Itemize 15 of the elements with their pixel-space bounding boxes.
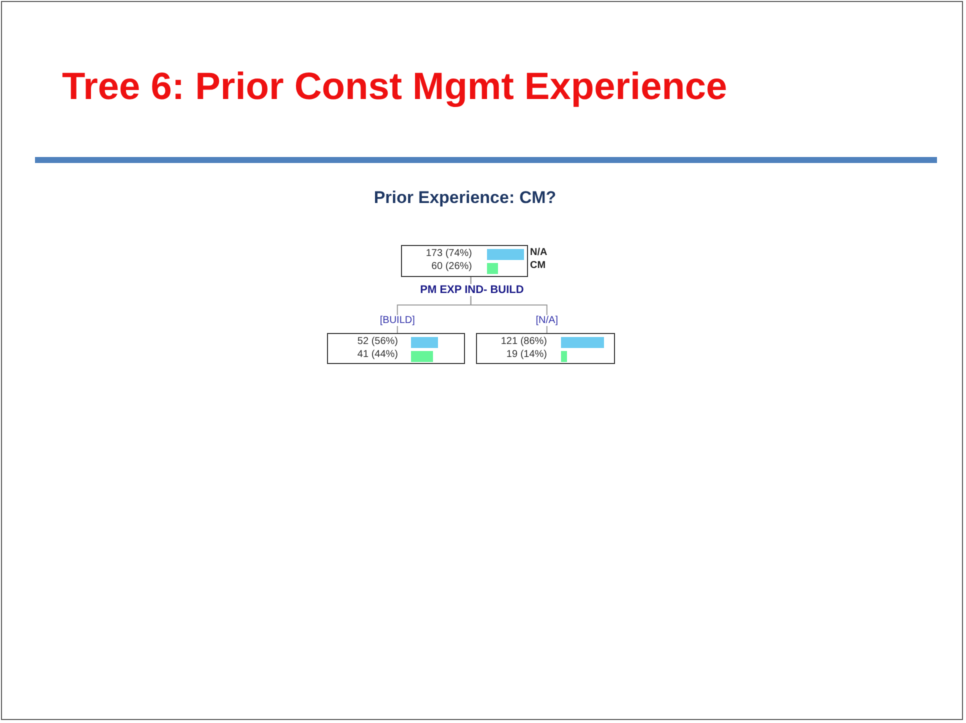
tree-node-box (401, 245, 528, 277)
tree-node-box (476, 333, 615, 364)
count-text: 60 (26%) (431, 261, 472, 272)
count-text: 121 (86%) (500, 336, 547, 347)
class-label: CM (530, 260, 546, 271)
count-text: 52 (56%) (357, 336, 398, 347)
split-variable-label: PM EXP IND- BUILD (418, 284, 526, 296)
edge-label: [N/A] (534, 315, 559, 326)
tree-node-box (327, 333, 465, 364)
count-text: 19 (14%) (506, 349, 547, 360)
edge-label: [BUILD] (378, 315, 416, 326)
count-text: 173 (74%) (426, 248, 472, 259)
slide-title: Tree 6: Prior Const Mgmt Experience (62, 66, 728, 109)
count-text: 41 (44%) (357, 349, 398, 360)
class-label: N/A (530, 247, 548, 258)
